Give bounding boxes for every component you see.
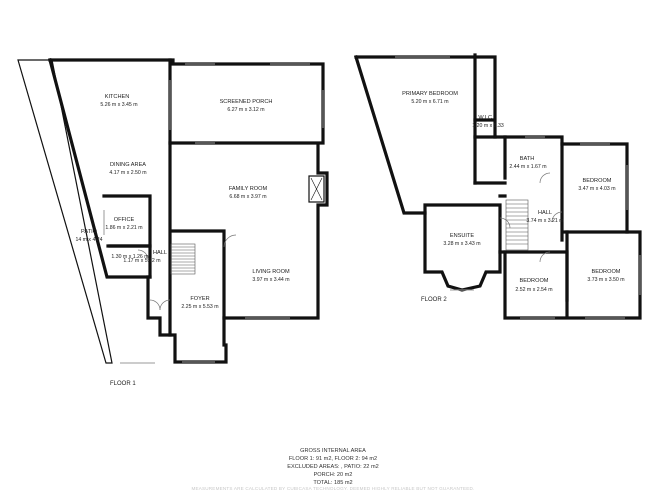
floor-2-stairs-icon [505,199,529,251]
family-room-label: FAMILY ROOM [229,186,268,192]
ensuite-wall [423,203,502,292]
wic-bath-wall [473,135,507,185]
summary-floors: FLOOR 1: 91 m2, FLOOR 2: 94 m2 [289,456,377,462]
floor-1-windows [103,63,324,364]
floor-1-plan: KITCHEN 5.26 m x 3.45 m SCREENED PORCH 6… [17,58,329,387]
primary-bedroom-label: PRIMARY BEDROOM [402,91,458,97]
small-room-wall [108,244,152,279]
screened-porch-label: SCREENED PORCH [220,99,273,105]
bedroom-a-wall [560,142,629,242]
bedroom-a-dims: 3.47 m x 4.03 m [578,186,615,192]
bedroom-b-label: BEDROOM [520,278,549,284]
bedroom-c-label: BEDROOM [592,269,621,275]
summary-title: GROSS INTERNAL AREA [300,448,366,454]
kitchen-dims: 5.26 m x 3.45 m [100,102,137,108]
floor-2-plan: PRIMARY BEDROOM 5.20 m x 6.71 m W.I.C. 1… [354,53,642,320]
living-room-dims: 3.97 m x 3.44 m [252,277,289,283]
bedroom-b-dims: 2.52 m x 2.54 m [515,287,552,293]
dining-area-dims: 4.17 m x 2.50 m [109,170,146,176]
ensuite-label: ENSUITE [450,233,475,239]
summary-total: TOTAL: 185 m2 [313,480,352,486]
patio-outline [17,59,113,364]
office-dims: 1.86 m x 2.21 m [105,225,142,231]
area-summary: GROSS INTERNAL AREA FLOOR 1: 91 m2, FLOO… [191,448,474,491]
family-room-dims: 6.68 m x 3.97 m [229,194,266,200]
fireplace-icon [308,175,325,203]
foyer-dims: 2.25 m x 5.53 m [181,304,218,310]
floor-1-label: FLOOR 1 [110,381,136,387]
small-room-dims: 1.30 m x 1.26 m [111,254,148,260]
floor-1-doors [137,234,237,311]
floor-2-hall-wall [498,194,569,302]
disclaimer: MEASUREMENTS ARE CALCULATED BY CUBICASA … [191,486,474,491]
floor-1-exterior-wall [48,58,329,364]
screened-porch-dims: 6.27 m x 3.12 m [227,107,264,113]
foyer-wall [146,275,172,337]
floor-1-stairs-icon [170,243,196,275]
office-label: OFFICE [114,217,135,223]
dining-area-label: DINING AREA [110,162,146,168]
floor-2-doors [499,172,563,263]
fireplace-cross-icon [310,177,323,201]
hall-label-floor-1: HALL [153,250,167,256]
hall-label-floor-2: HALL [538,210,552,216]
primary-bedroom-dims: 5.20 m x 6.71 m [411,99,448,105]
floor-2-label: FLOOR 2 [421,297,447,303]
bedroom-a-label: BEDROOM [583,178,612,184]
summary-excluded: EXCLUDED AREAS: , PATIO: 22 m2 [287,464,379,470]
summary-porch: PORCH: 20 m2 [314,472,353,478]
patio-label: PATIO [81,229,98,235]
bath-dims: 2.44 m x 1.67 m [509,164,546,170]
patio-dims: 14 m x 4.24 [75,237,102,243]
bedroom-c-dims: 3.73 m x 3.50 m [587,277,624,283]
bath-label: BATH [520,156,535,162]
kitchen-label: KITCHEN [105,94,130,100]
wic-dims: 1.20 m x 5.33 [472,123,504,129]
floor-2-exterior-wall [354,55,642,320]
floor-2-windows [395,56,641,319]
living-room-label: LIVING ROOM [252,269,290,275]
wic-label: W.I.C. [478,115,494,121]
ensuite-dims: 3.28 m x 3.43 m [443,241,480,247]
floor-1-west-wall [48,58,152,279]
foyer-label: FOYER [190,296,209,302]
hall-dims-floor-2: 3.74 m x 3.21 m [526,218,563,224]
hall-dims-floor-1: 1.17 m x 5.12 m [123,258,160,264]
